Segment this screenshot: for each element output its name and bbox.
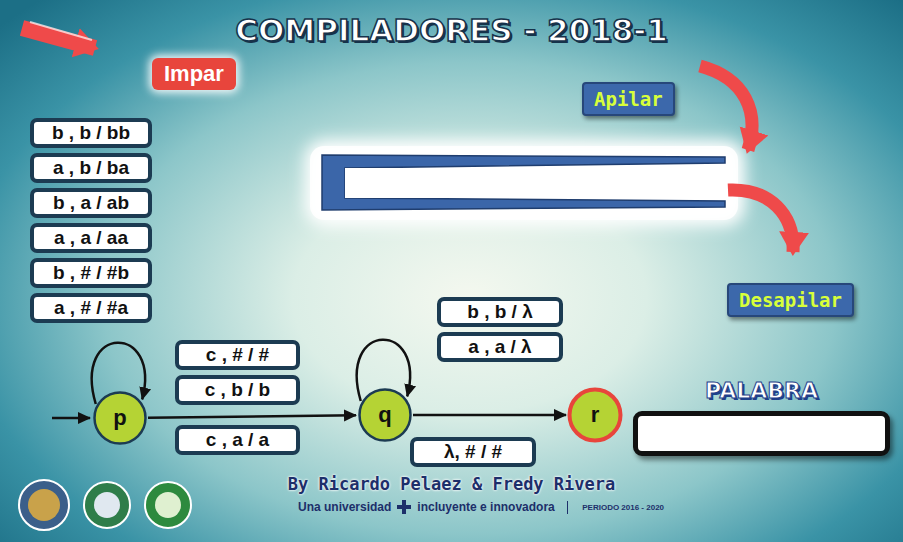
transition-box: a , a / aa (30, 223, 152, 253)
transition-box: a , b / ba (30, 153, 152, 183)
node-text: c , a / a (206, 429, 269, 450)
footer-text: Una universidad (298, 500, 391, 514)
node-text: c , # / # (206, 344, 269, 365)
transition-arrow (148, 415, 356, 417)
logo-center (94, 492, 120, 518)
plus-shape (397, 500, 411, 514)
transition-box: b , # / #b (30, 258, 152, 288)
parity-tag: Impar (152, 58, 236, 90)
title: COMPILADORES - 2018-1 (0, 12, 903, 48)
action-button: Desapilar (727, 283, 854, 317)
logo (145, 482, 191, 528)
node-text: b , b / bb (52, 122, 130, 143)
footer-text: PERIODO 2016 - 2020 (582, 503, 664, 512)
node-text: Impar (164, 61, 224, 86)
node-text: c , b / b (205, 379, 270, 400)
node-text: q (378, 402, 391, 428)
footer-row: Una universidad incluyente e innovadora PE… (298, 500, 664, 514)
stack-glow (305, 140, 745, 226)
push-arrow (700, 66, 752, 150)
word-panel: PALABRA (633, 378, 890, 456)
logo-center (28, 489, 60, 521)
credits: By Ricardo Pelaez & Fredy Rivera (0, 474, 903, 494)
node-text: b , b / λ (467, 301, 532, 322)
pop-arrow (728, 190, 793, 252)
node-text: r (591, 402, 600, 428)
node-text: p (113, 405, 126, 431)
logo-center (155, 492, 181, 518)
logo (84, 482, 130, 528)
transition-box: c , # / # (175, 340, 300, 370)
transition-box: b , a / ab (30, 188, 152, 218)
pointer-arrow (22, 22, 95, 48)
state-fill (360, 390, 411, 441)
transition-box: b , b / λ (437, 297, 563, 327)
stack-glow-core (310, 146, 738, 220)
node-text: a , a / aa (54, 227, 128, 248)
state-fill (570, 390, 621, 441)
transition-box: a , a / λ (437, 332, 563, 362)
node-text: a , # / #a (54, 297, 128, 318)
transition-box: λ, # / # (410, 437, 536, 467)
state-circle: p (92, 390, 148, 446)
node-text: λ, # / # (444, 441, 502, 462)
node-text: b , a / ab (53, 192, 129, 213)
state-fill (95, 393, 146, 444)
transition-box: a , # / #a (30, 293, 152, 323)
node-text: a , a / λ (468, 336, 531, 357)
stack-tube (322, 155, 725, 210)
pointer-arrow-stripe (30, 22, 92, 40)
action-button: Apilar (582, 82, 675, 116)
node-text: Apilar (594, 88, 663, 110)
footer-text: incluyente e innovadora (417, 500, 554, 514)
logo (19, 480, 69, 530)
node-text: b , # / #b (53, 262, 129, 283)
word-box (633, 411, 890, 456)
state-circle: q (357, 387, 413, 443)
state-circle: r (567, 387, 623, 443)
plus-symbol (397, 500, 411, 514)
transition-box: b , b / bb (30, 118, 152, 148)
node-text: a , b / ba (53, 157, 129, 178)
transition-box: c , a / a (175, 425, 300, 455)
start-arrow (52, 417, 90, 420)
transition-box: c , b / b (175, 375, 300, 405)
logos (19, 480, 191, 530)
node-text: Desapilar (739, 289, 842, 311)
node-text: PALABRA (705, 378, 818, 403)
stack-inside (345, 168, 720, 198)
transition-arrow (413, 414, 566, 417)
separator-bar (567, 501, 569, 514)
